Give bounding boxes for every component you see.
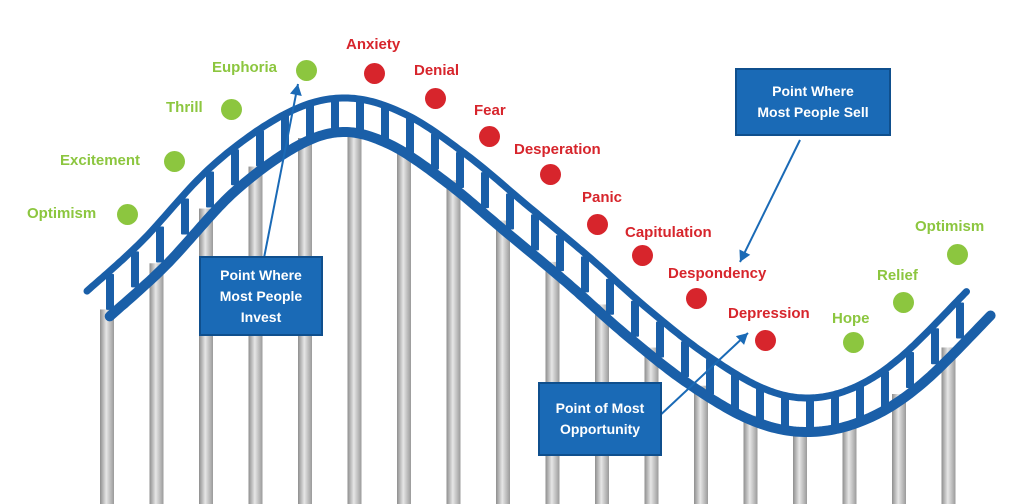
- dot-hope: [843, 332, 864, 353]
- support-pillar: [496, 220, 510, 504]
- track-tie: [731, 374, 739, 411]
- dot-excitement: [164, 151, 185, 172]
- callout-sell-line-2: Most People Sell: [757, 104, 869, 120]
- dot-thrill: [221, 99, 242, 120]
- track-rails: [83, 94, 996, 437]
- label-denial: Denial: [414, 62, 460, 79]
- track-tie: [231, 149, 239, 186]
- support-pillar: [446, 180, 461, 504]
- callout-sell: Point Where Most People Sell: [735, 68, 891, 136]
- support-pillar: [100, 309, 114, 504]
- callout-invest: Point Where Most People Invest: [199, 256, 323, 336]
- track-tie: [656, 321, 664, 358]
- callout-opportunity-line-2: Opportunity: [559, 421, 641, 437]
- track-tie: [681, 341, 689, 378]
- label-thrill: Thrill: [166, 99, 203, 116]
- track-tie: [206, 171, 214, 208]
- track-tie: [131, 251, 139, 288]
- track-tie: [581, 256, 589, 293]
- callout-opportunity: Point of Most Opportunity: [538, 382, 662, 456]
- label-hope: Hope: [832, 310, 870, 327]
- support-pillar: [842, 422, 857, 504]
- dot-denial: [425, 88, 446, 109]
- track-tie: [931, 328, 939, 365]
- invest-arrow: [263, 83, 299, 259]
- track-tie: [881, 371, 889, 408]
- dot-desperation: [540, 164, 561, 185]
- track-tie: [306, 103, 314, 140]
- callout-invest-line-3: Invest: [240, 308, 282, 325]
- support-pillar: [694, 385, 708, 504]
- support-pillar: [397, 147, 411, 504]
- dot-panic: [587, 214, 608, 235]
- callout-sell-line-1: Point Where: [772, 83, 854, 99]
- track-tie: [531, 214, 539, 251]
- callout-invest-line-2: Most People: [219, 287, 303, 304]
- track-tie: [631, 300, 639, 337]
- track-tie: [506, 193, 514, 230]
- track-tie: [106, 273, 114, 310]
- track-tie: [406, 117, 414, 154]
- label-depression: Depression: [728, 305, 810, 322]
- support-pillar: [743, 415, 758, 504]
- track-tie: [756, 387, 764, 423]
- dot-fear: [479, 126, 500, 147]
- track-tie: [256, 130, 264, 167]
- track-tie: [831, 393, 839, 430]
- callout-opportunity-line-1: Point of Most: [555, 400, 645, 416]
- support-pillar: [149, 263, 164, 504]
- track-tie: [331, 97, 339, 134]
- track-tie: [456, 152, 464, 188]
- track-tie: [431, 133, 439, 170]
- track-tie: [181, 198, 189, 235]
- track-tie: [381, 105, 389, 142]
- dot-capitulation: [632, 245, 653, 266]
- support-pillar: [793, 429, 807, 504]
- label-optimism-start: Optimism: [27, 205, 97, 222]
- upper-rail: [83, 94, 970, 402]
- label-capitulation: Capitulation: [625, 224, 712, 241]
- label-relief: Relief: [877, 267, 918, 284]
- track-tie: [806, 397, 814, 433]
- track-tie: [606, 278, 614, 315]
- label-excitement: Excitement: [60, 152, 141, 169]
- opportunity-arrow: [654, 332, 749, 421]
- label-panic: Panic: [582, 189, 623, 206]
- dot-relief: [893, 292, 914, 313]
- dot-anxiety: [364, 63, 385, 84]
- track-tie: [481, 172, 489, 209]
- label-despondency: Despondency: [668, 265, 767, 282]
- support-pillar: [941, 347, 956, 504]
- sell-arrow: [739, 139, 801, 263]
- invest-arrow-head: [290, 84, 302, 96]
- track-tie: [156, 226, 164, 263]
- track-tie: [906, 352, 914, 388]
- dot-euphoria: [296, 60, 317, 81]
- lower-rail: [104, 127, 996, 437]
- dot-optimism-start: [117, 204, 138, 225]
- support-pillar: [892, 394, 906, 504]
- opportunity-arrow-head: [735, 333, 748, 345]
- track-tie: [856, 385, 864, 421]
- track-tie: [356, 98, 364, 135]
- label-optimism-end: Optimism: [915, 218, 985, 235]
- label-desperation: Desperation: [514, 141, 601, 158]
- sell-arrow-head: [739, 249, 751, 262]
- callout-invest-line-1: Point Where: [220, 266, 302, 283]
- label-euphoria: Euphoria: [212, 59, 278, 76]
- dot-despondency: [686, 288, 707, 309]
- track-tie: [956, 302, 964, 339]
- track-tie: [706, 358, 714, 395]
- track-tie: [781, 394, 789, 431]
- label-anxiety: Anxiety: [346, 36, 401, 53]
- dot-depression: [755, 330, 776, 351]
- support-pillar: [347, 130, 362, 504]
- dot-optimism-end: [947, 244, 968, 265]
- support-pillar: [199, 208, 213, 504]
- callout-arrows: [263, 83, 801, 421]
- track-tie: [556, 235, 564, 272]
- label-fear: Fear: [474, 102, 506, 119]
